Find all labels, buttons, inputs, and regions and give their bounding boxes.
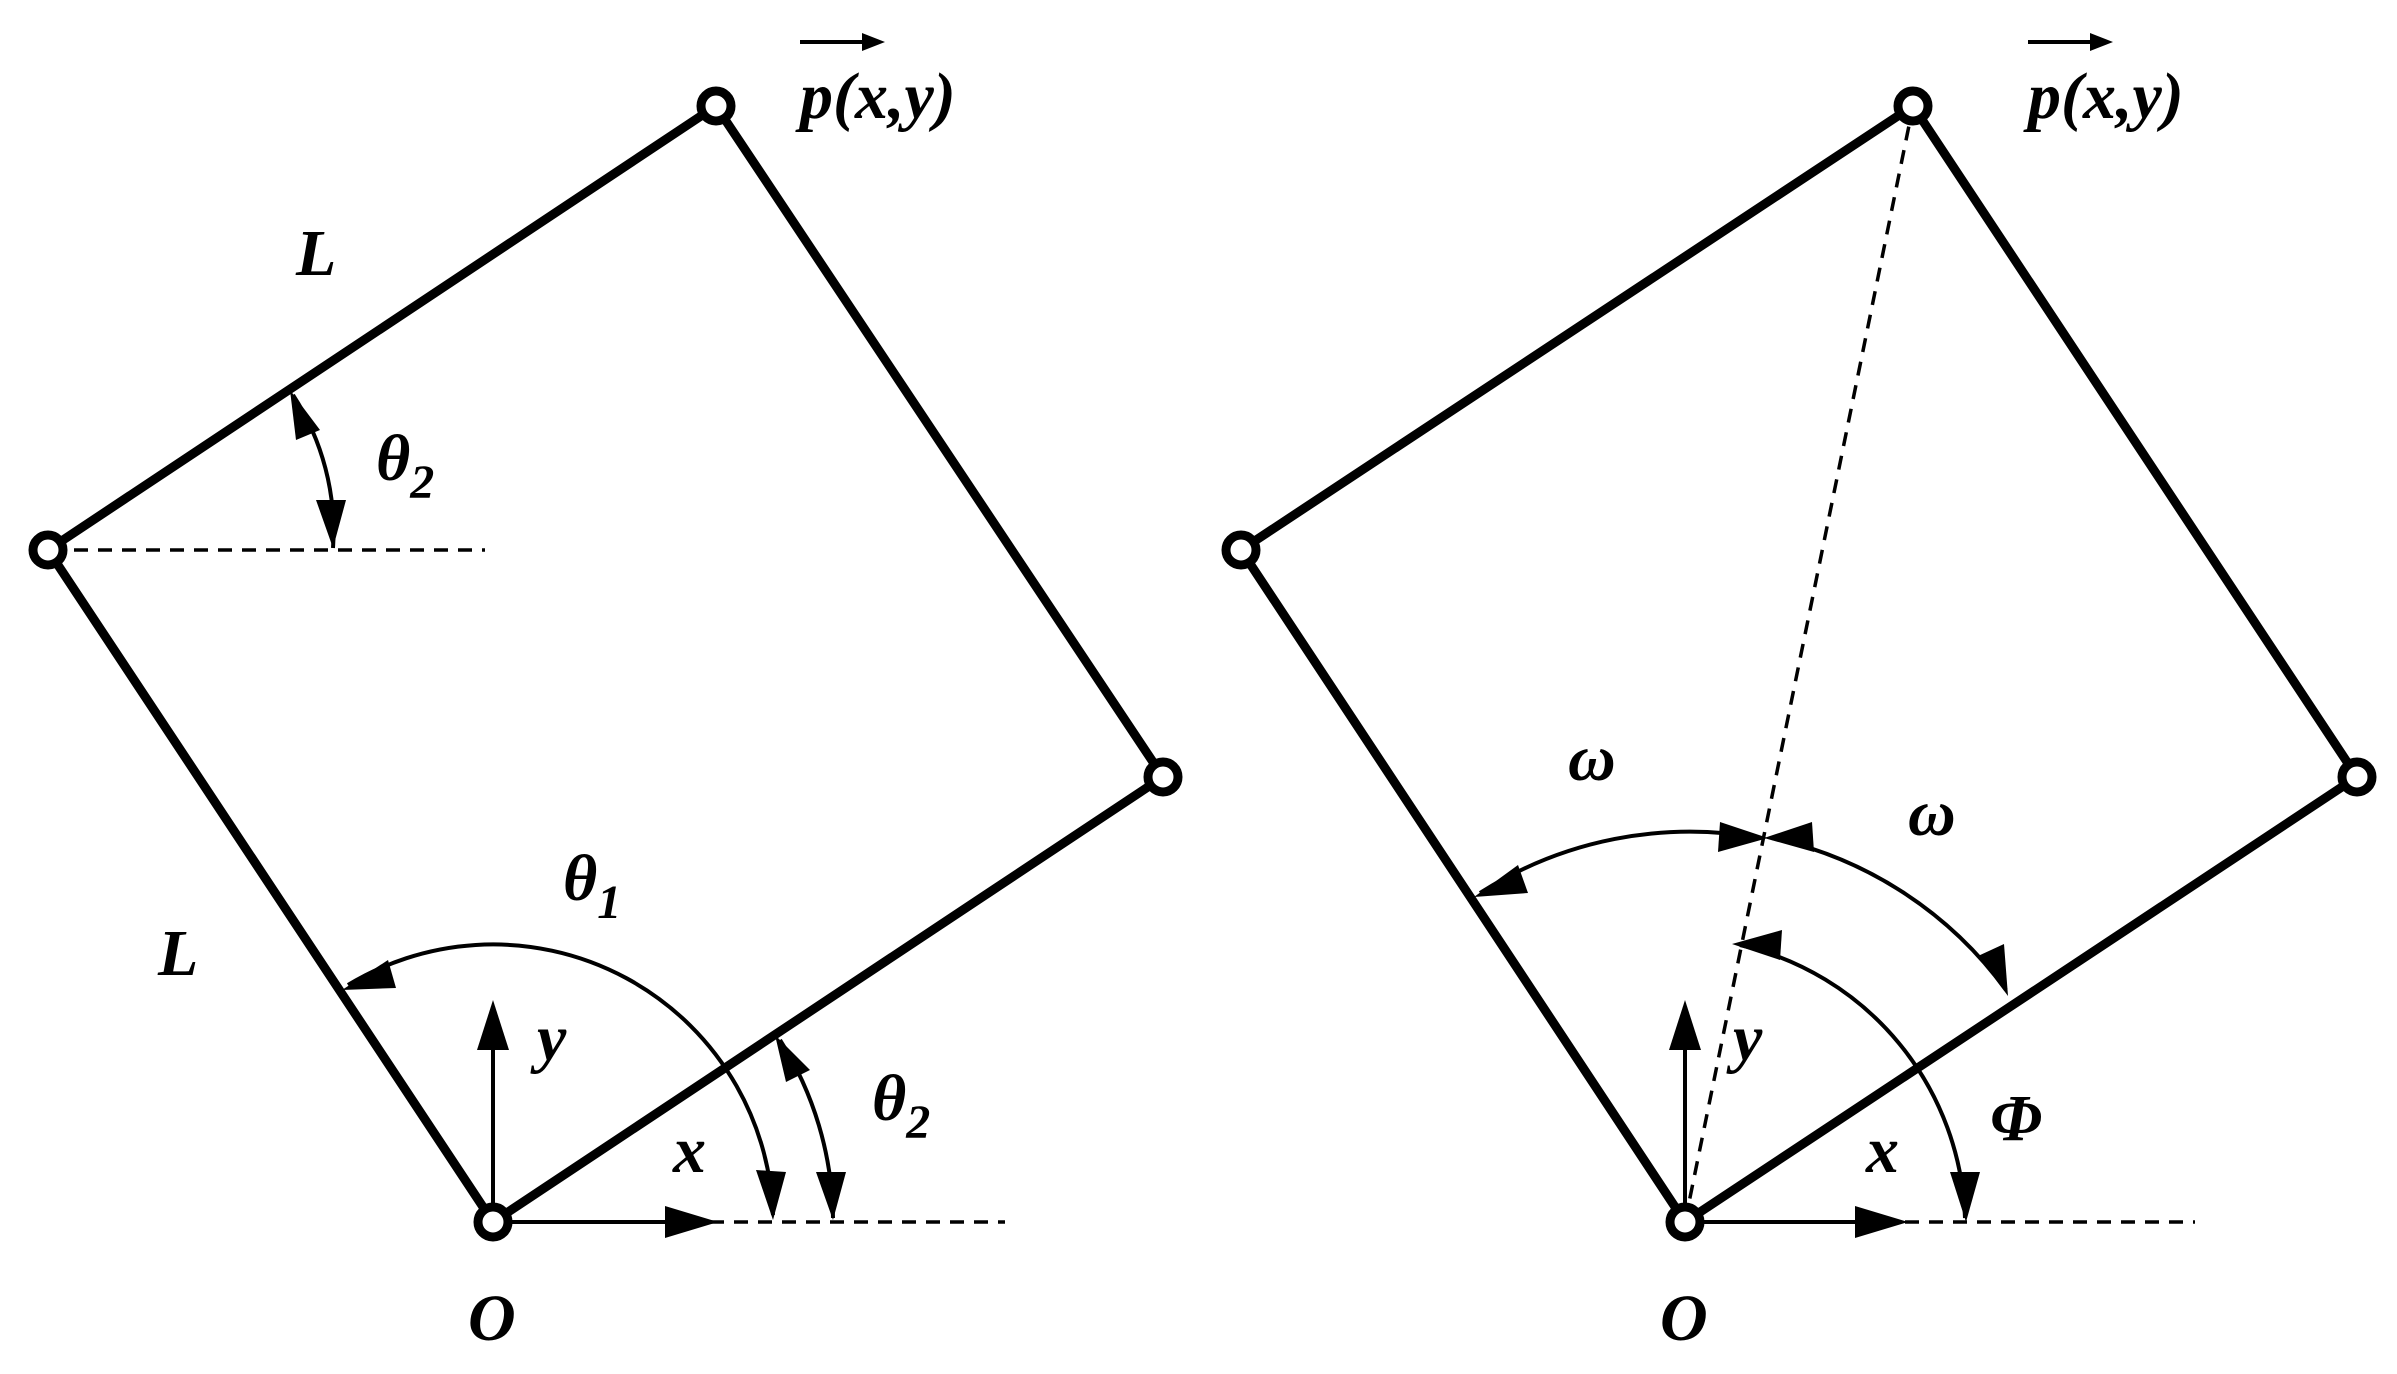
right-y-axis-arrow-icon bbox=[1669, 1000, 1701, 1050]
left-y-axis-arrow-icon bbox=[477, 1000, 509, 1050]
right-phi-arc bbox=[1739, 943, 1967, 1219]
left-link-label-left: L bbox=[157, 917, 198, 990]
left-link-label-top: L bbox=[295, 217, 336, 290]
right-phi-top-arrow-icon bbox=[1732, 930, 1782, 960]
right-joint-origin bbox=[1665, 1202, 1705, 1242]
left-theta2-top-up-arrow-icon bbox=[290, 390, 320, 440]
left-vector-arrow-icon bbox=[862, 33, 885, 51]
right-joint-right bbox=[2337, 757, 2377, 797]
right-diagonal-line bbox=[1683, 105, 1915, 1223]
left-x-axis-label: x bbox=[672, 1114, 706, 1187]
right-omega-left-inner-arrow-icon bbox=[1718, 822, 1768, 852]
right-omega-left-label: ω bbox=[1568, 722, 1616, 795]
left-theta2-bottom-up-arrow-icon bbox=[775, 1035, 810, 1082]
left-theta2-bottom-down-arrow-icon bbox=[816, 1172, 846, 1220]
right-origin-label: O bbox=[1660, 1282, 1708, 1355]
right-omega-right-arrow-icon bbox=[1978, 944, 2008, 996]
left-y-axis-label: y bbox=[530, 1002, 567, 1075]
left-joint-origin bbox=[473, 1202, 513, 1242]
right-phi-bottom-arrow-icon bbox=[1950, 1172, 1980, 1222]
left-linkage bbox=[41, 99, 1170, 1229]
right-x-axis-label: x bbox=[1865, 1114, 1899, 1187]
left-theta2-bottom-label: θ2 bbox=[872, 1062, 930, 1149]
left-joint-right bbox=[1143, 757, 1183, 797]
left-origin-label: O bbox=[468, 1282, 516, 1355]
left-theta1-lower-arrow-icon bbox=[756, 1170, 786, 1220]
left-x-axis-arrow-icon bbox=[665, 1206, 718, 1238]
right-y-axis-label: y bbox=[1726, 1002, 1763, 1075]
right-phi-label: Φ bbox=[1990, 1082, 2042, 1155]
right-linkage bbox=[1234, 99, 2364, 1229]
left-theta1-arc bbox=[346, 942, 775, 1216]
right-panel: p(x,y) ω ω Φ y x O bbox=[1221, 33, 2377, 1355]
right-omega-right-label: ω bbox=[1908, 777, 1956, 850]
right-x-axis-arrow-icon bbox=[1855, 1206, 1908, 1238]
left-point-label: p(x,y) bbox=[795, 60, 956, 133]
right-omega-left-arrow-icon bbox=[1474, 865, 1528, 897]
left-theta2-top-label: θ2 bbox=[376, 422, 434, 509]
left-theta1-label: θ1 bbox=[563, 842, 621, 929]
right-omega-right-inner-arrow-icon bbox=[1764, 822, 1814, 852]
right-vector-arrow-icon bbox=[2090, 33, 2113, 51]
right-joint-left bbox=[1221, 530, 1261, 570]
left-joint-top bbox=[696, 86, 736, 126]
left-joint-left bbox=[28, 530, 68, 570]
right-joint-top bbox=[1893, 86, 1933, 126]
left-theta1-arrow-icon bbox=[342, 960, 396, 990]
left-theta2-top-down-arrow-icon bbox=[316, 500, 346, 548]
right-point-label: p(x,y) bbox=[2023, 60, 2184, 133]
left-panel: p(x,y) L L θ2 θ1 θ2 y x O bbox=[28, 33, 1183, 1355]
